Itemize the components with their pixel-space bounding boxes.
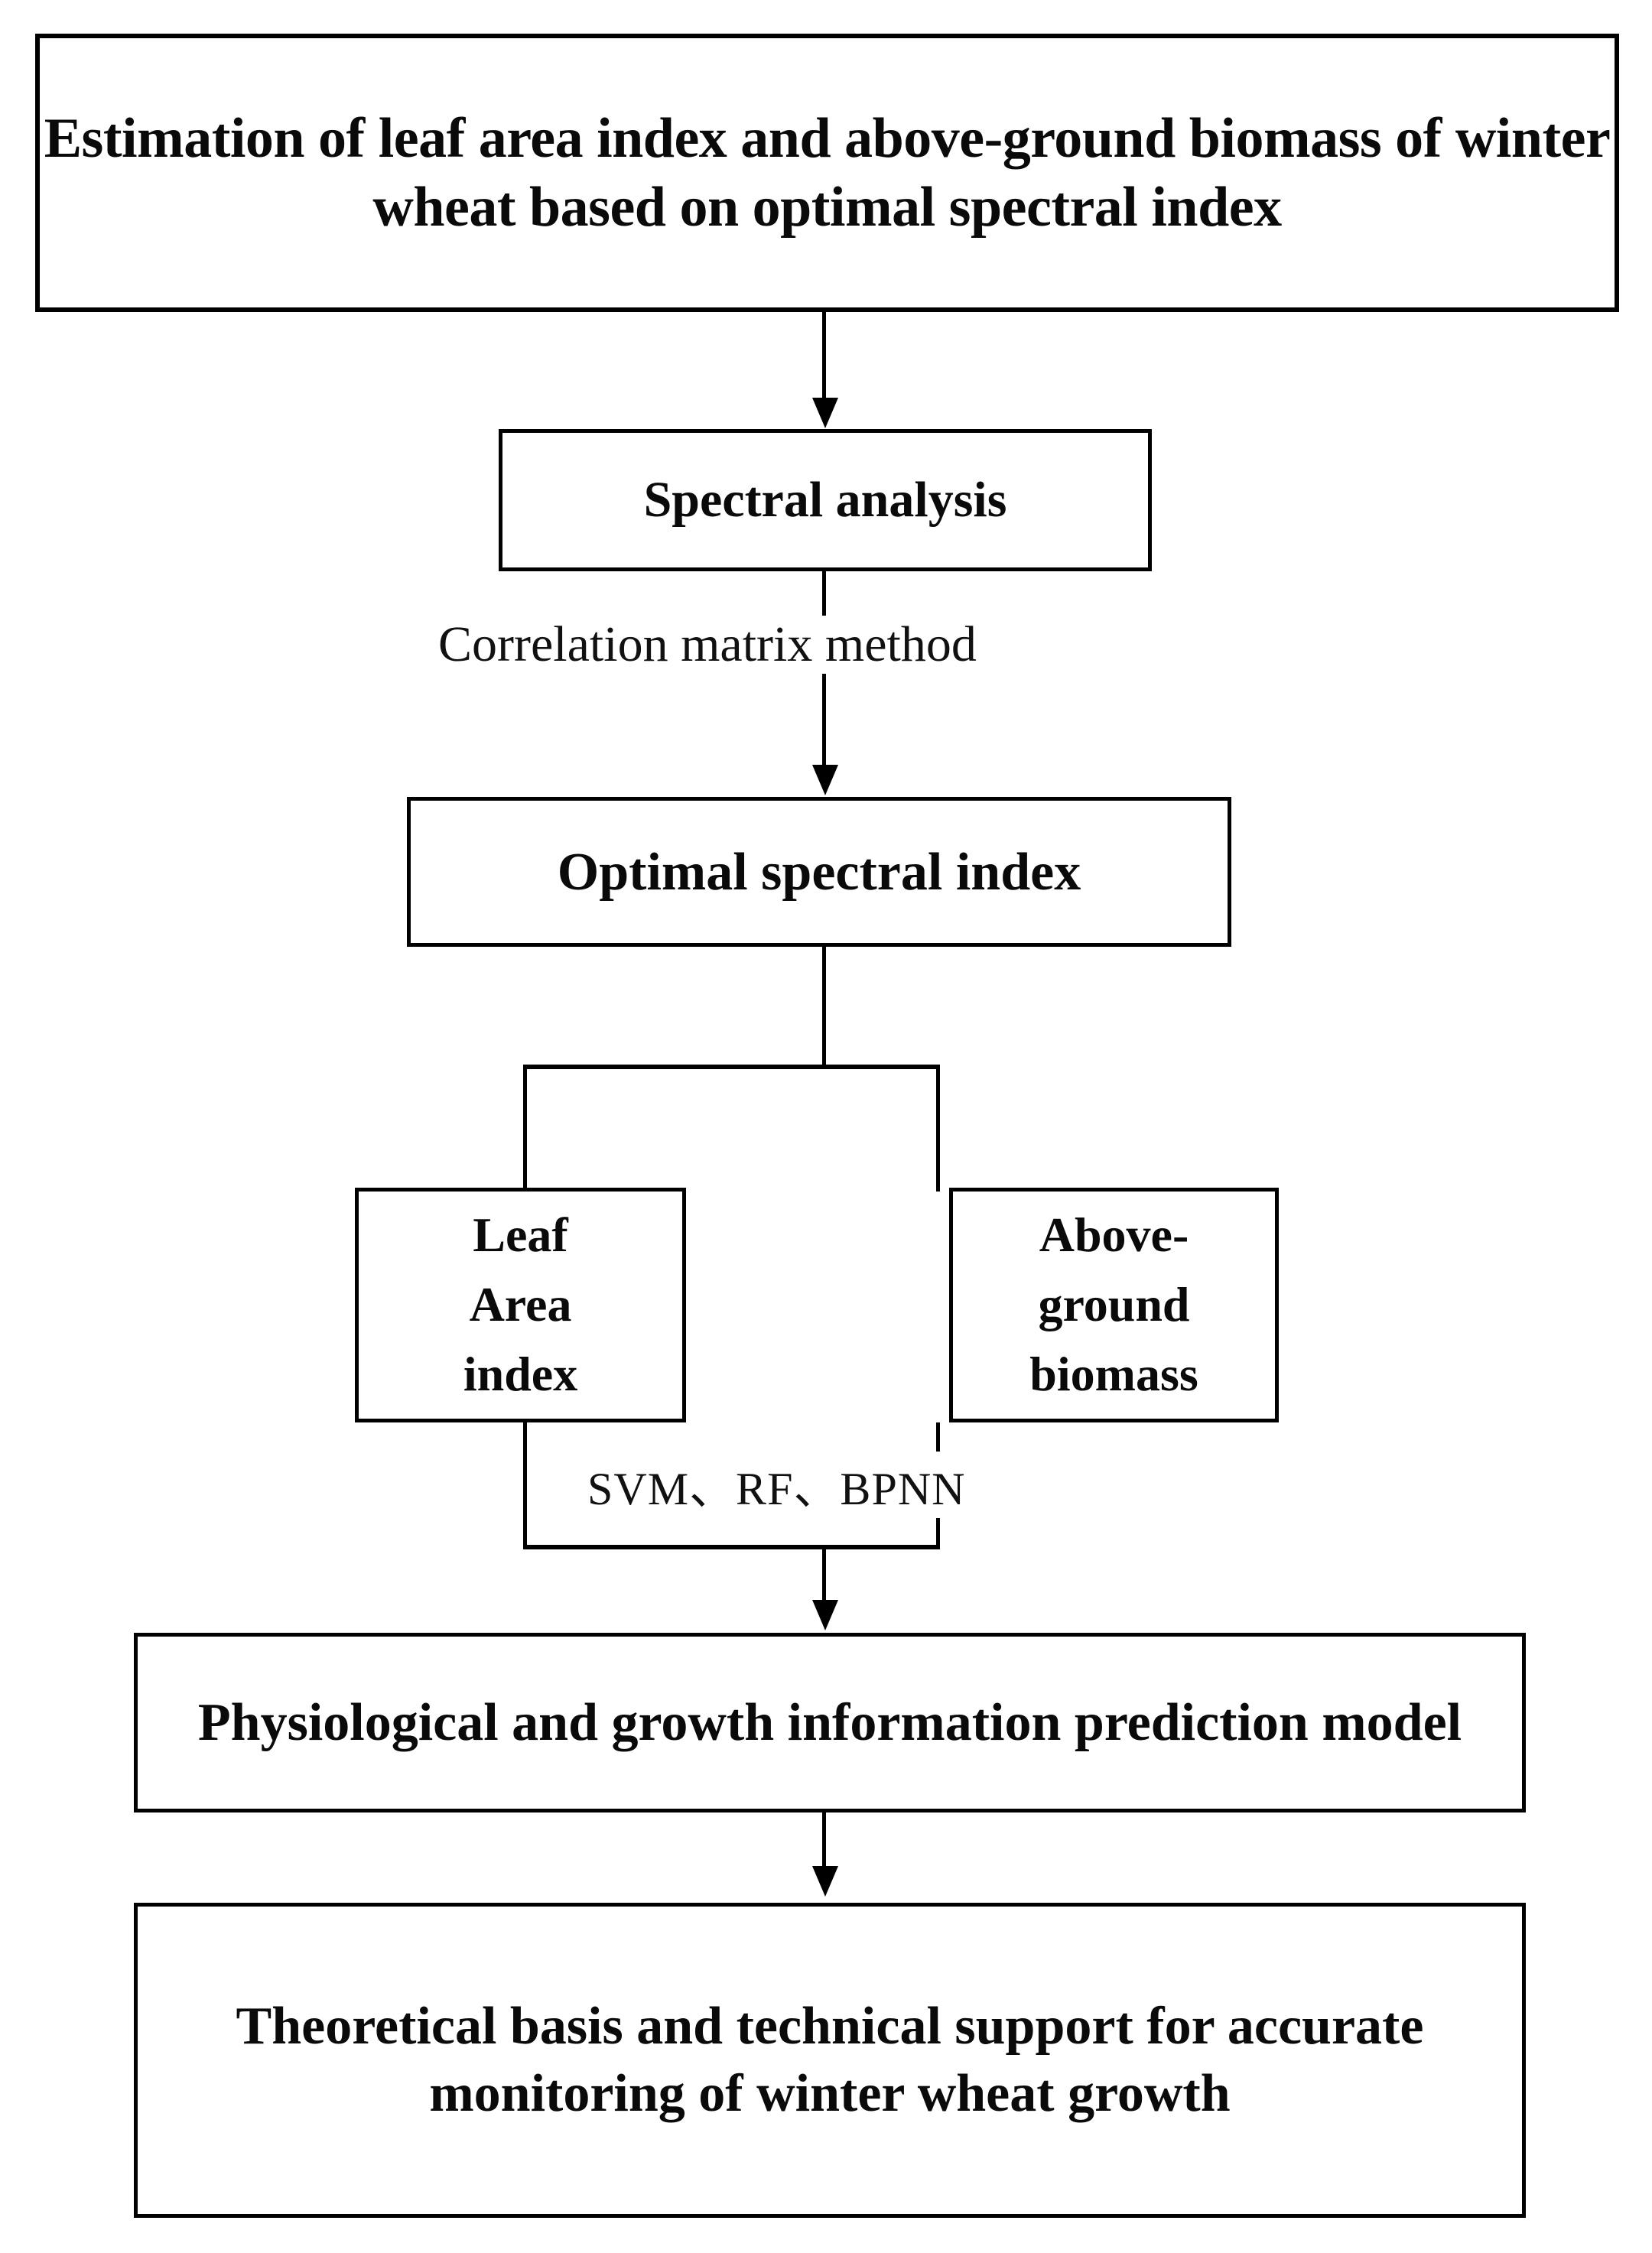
node-leaf-area-index-box: Leaf Area index: [355, 1188, 686, 1422]
node-title-box: Estimation of leaf area index and above-…: [35, 34, 1619, 312]
connector-branch-to-leaf-area-index: [523, 1065, 527, 1192]
connector-leaf-area-index-to-merge: [523, 1422, 527, 1549]
node-optimal-spectral-index-box: Optimal spectral index: [407, 797, 1231, 947]
connector-merge-to-prediction-model: [822, 1549, 826, 1606]
branch-split-bar: [523, 1065, 940, 1069]
node-theoretical-basis-box: Theoretical basis and technical support …: [134, 1903, 1526, 2218]
arrowhead-prediction-model-to-theoretical-basis: [812, 1866, 838, 1897]
node-leaf-area-index-label: Leaf Area index: [463, 1208, 578, 1401]
node-above-ground-biomass-box: Above- ground biomass: [949, 1188, 1279, 1422]
arrowhead-merge-to-prediction-model: [812, 1600, 838, 1630]
node-above-ground-biomass-label: Above- ground biomass: [1029, 1208, 1198, 1401]
node-title-label: Estimation of leaf area index and above-…: [44, 106, 1611, 239]
edge-label-correlation-matrix-method: Correlation matrix method: [432, 616, 983, 674]
connector-branch-to-above-ground-biomass: [936, 1065, 940, 1192]
merge-join-bar: [523, 1545, 940, 1549]
node-spectral-analysis-label: Spectral analysis: [643, 471, 1007, 528]
node-theoretical-basis-label: Theoretical basis and technical support …: [236, 1996, 1424, 2123]
node-prediction-model-label: Physiological and growth information pre…: [197, 1692, 1462, 1752]
connector-prediction-model-to-theoretical-basis: [822, 1812, 826, 1868]
arrowhead-title-to-spectral-analysis: [812, 398, 838, 428]
connector-title-to-spectral-analysis: [822, 312, 826, 404]
node-prediction-model-box: Physiological and growth information pre…: [134, 1633, 1526, 1812]
arrowhead-spectral-analysis-to-optimal-index: [812, 765, 838, 795]
node-spectral-analysis-box: Spectral analysis: [499, 429, 1152, 571]
connector-optimal-index-to-branch: [822, 947, 826, 1069]
edge-label-algorithms: SVM、RF、BPNN: [581, 1452, 972, 1518]
node-optimal-spectral-index-label: Optimal spectral index: [557, 842, 1081, 902]
